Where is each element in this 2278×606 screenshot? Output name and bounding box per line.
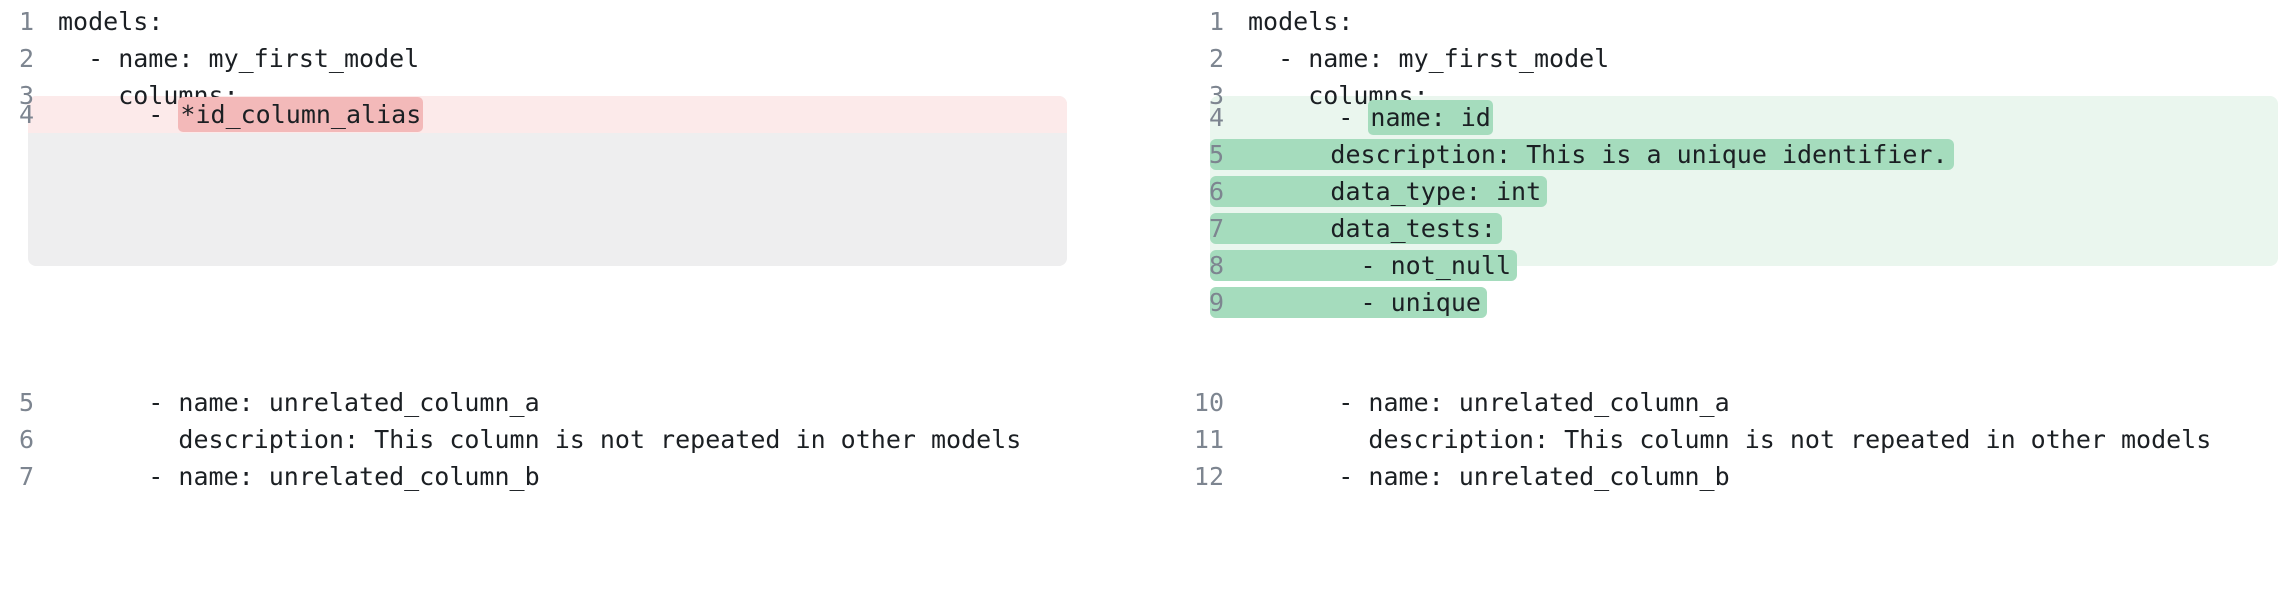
line-number: 8 xyxy=(1208,251,1224,280)
code-line[interactable]: 1 models: xyxy=(1180,3,2278,40)
diff-pane-after: 1 models: 2 - name: my_first_model 3 col… xyxy=(1180,0,2278,528)
line-number: 7 xyxy=(1208,214,1224,243)
code-line[interactable]: 12 - name: unrelated_column_b xyxy=(1180,458,2278,495)
code-line-added[interactable]: 9 - unique xyxy=(1180,284,2278,321)
line-number: 5 xyxy=(18,388,34,417)
line-number: 10 xyxy=(1193,388,1224,417)
line-content: - name: id xyxy=(1248,99,1493,136)
line-indent: - xyxy=(1248,103,1369,132)
line-content: data_tests: xyxy=(1210,214,1496,243)
code-line[interactable]: 11 description: This column is not repea… xyxy=(1180,421,2278,458)
removed-token: *id_column_alias xyxy=(178,97,424,132)
line-number: 6 xyxy=(18,425,34,454)
code-line[interactable]: 2 - name: my_first_model xyxy=(0,40,1120,77)
line-number: 1 xyxy=(18,7,34,36)
added-line-bar xyxy=(1210,287,1487,318)
line-content: - unique xyxy=(1210,288,1481,317)
code-line-added[interactable]: 5 description: This is a unique identifi… xyxy=(1180,136,2278,173)
line-content: data_type: int xyxy=(1210,177,1542,206)
diff-viewer: 1 models: 2 - name: my_first_model 3 col… xyxy=(0,0,2278,528)
line-number: 1 xyxy=(1208,7,1224,36)
line-number: 2 xyxy=(18,44,34,73)
line-number: 5 xyxy=(1208,140,1224,169)
line-content: - name: unrelated_column_a xyxy=(58,388,540,417)
line-content: - name: unrelated_column_a xyxy=(1248,388,1730,417)
line-content: description: This column is not repeated… xyxy=(1248,425,2212,454)
line-content: description: This column is not repeated… xyxy=(58,425,1022,454)
added-token: name: id xyxy=(1368,100,1493,135)
line-number: 6 xyxy=(1208,177,1224,206)
added-line-bar xyxy=(1210,139,1954,170)
line-content: - name: unrelated_column_b xyxy=(1248,462,1730,491)
line-number: 4 xyxy=(1208,103,1224,132)
code-line[interactable]: 10 - name: unrelated_column_a xyxy=(1180,384,2278,421)
line-content: - name: my_first_model xyxy=(1248,44,1610,73)
line-number: 7 xyxy=(18,462,34,491)
diff-pane-before: 1 models: 2 - name: my_first_model 3 col… xyxy=(0,0,1120,528)
line-number: 3 xyxy=(18,81,34,110)
line-content: - *id_column_alias xyxy=(58,96,424,133)
code-line[interactable]: 7 - name: unrelated_column_b xyxy=(0,458,1120,495)
line-content: - name: unrelated_column_b xyxy=(58,462,540,491)
code-line-added[interactable]: 8 - not_null xyxy=(1180,247,2278,284)
added-line-bar xyxy=(1210,213,1502,244)
code-line-added[interactable]: 7 data_tests: xyxy=(1180,210,2278,247)
line-number: 3 xyxy=(1208,81,1224,110)
line-content: models: xyxy=(58,7,164,36)
added-line-bar xyxy=(1210,250,1517,281)
line-number: 9 xyxy=(1208,288,1224,317)
code-line-removed[interactable]: 4 - *id_column_alias xyxy=(0,96,1120,133)
code-line[interactable]: 5 - name: unrelated_column_a xyxy=(0,384,1120,421)
line-number: 12 xyxy=(1193,462,1224,491)
code-line[interactable]: 2 - name: my_first_model xyxy=(1180,40,2278,77)
code-line[interactable]: 3 columns: xyxy=(1180,77,2278,114)
line-number: 11 xyxy=(1193,425,1224,454)
line-content: description: This is a unique identifier… xyxy=(1210,140,1948,169)
code-line[interactable]: 1 models: xyxy=(0,3,1120,40)
line-indent: - xyxy=(58,100,179,129)
line-content: - not_null xyxy=(1210,251,1512,280)
added-line-bar xyxy=(1210,176,1547,207)
code-line-added[interactable]: 4 - name: id xyxy=(1180,99,2278,136)
line-content: models: xyxy=(1248,7,1354,36)
line-number: 2 xyxy=(1208,44,1224,73)
code-line-added[interactable]: 6 data_type: int xyxy=(1180,173,2278,210)
code-line[interactable]: 6 description: This column is not repeat… xyxy=(0,421,1120,458)
line-number: 4 xyxy=(18,100,34,129)
line-content: - name: my_first_model xyxy=(58,44,420,73)
